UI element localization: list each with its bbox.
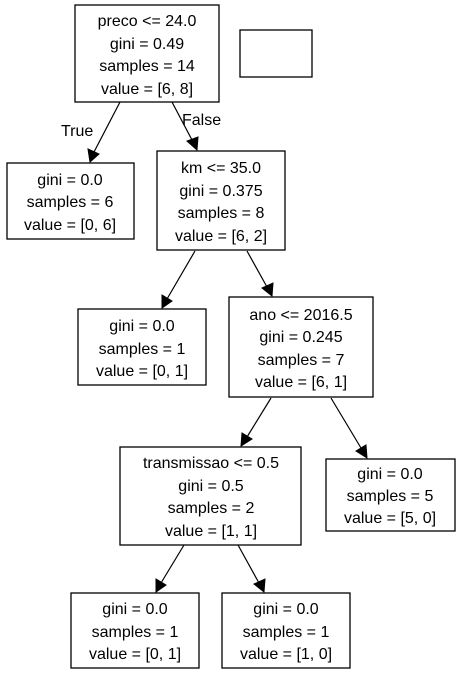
node-leaf-1: gini = 0.0 samples = 6 value = [0, 6] — [6, 162, 135, 240]
node-box — [6, 162, 135, 240]
node-text-line: samples = 1 — [92, 624, 179, 641]
empty-legend-box — [239, 29, 313, 78]
arrowhead-root-leaf-1 — [87, 148, 100, 163]
node-text-line: samples = 6 — [27, 194, 114, 211]
node-text-line: transmissao <= 0.5 — [143, 455, 279, 472]
node-text-line: gini = 0.49 — [110, 36, 184, 53]
node-text-line: value = [6, 2] — [175, 228, 267, 245]
edge-root-km-split — [171, 101, 193, 141]
node-leaf-2: gini = 0.0 samples = 1 value = [0, 1] — [77, 308, 207, 386]
node-text-line: value = [5, 0] — [344, 510, 436, 527]
node-box — [325, 458, 456, 532]
node-box — [156, 150, 286, 251]
node-text-line: samples = 7 — [258, 352, 345, 369]
edge-km-split-leaf-2 — [166, 250, 196, 300]
edge-ano-split-leaf-3 — [330, 397, 362, 449]
arrowhead-ano-split-transmissao-split — [240, 432, 253, 447]
node-text-line: gini = 0.0 — [37, 172, 102, 189]
node-text-line: samples = 8 — [178, 205, 265, 222]
arrowhead-ano-split-leaf-3 — [355, 444, 368, 459]
edge-label-false: False — [182, 112, 221, 129]
edge-transmissao-split-leaf-4 — [160, 544, 185, 584]
node-text-line: samples = 1 — [99, 341, 186, 358]
node-text-line: km <= 35.0 — [181, 160, 261, 177]
arrowhead-km-split-leaf-2 — [161, 294, 173, 309]
node-box — [77, 308, 207, 386]
node-text-line: gini = 0.0 — [102, 601, 167, 618]
arrowhead-root-km-split — [186, 136, 199, 152]
node-text-line: gini = 0.0 — [357, 466, 422, 483]
node-leaf-4: gini = 0.0 samples = 1 value = [0, 1] — [70, 592, 200, 669]
node-text-line: value = [6, 1] — [255, 374, 347, 391]
edge-root-leaf-1 — [93, 101, 121, 153]
arrowhead-transmissao-split-leaf-4 — [155, 578, 167, 593]
node-ano-split: ano <= 2016.5 gini = 0.245 samples = 7 v… — [228, 296, 374, 398]
node-transmissao-split: transmissao <= 0.5 gini = 0.5 samples = … — [119, 446, 302, 546]
node-text-line: value = [1, 1] — [165, 523, 257, 540]
node-text-line: samples = 1 — [243, 624, 330, 641]
node-text-line: value = [0, 1] — [96, 363, 188, 380]
edge-transmissao-split-leaf-5 — [237, 544, 260, 584]
arrowhead-km-split-ano-split — [261, 282, 274, 297]
edge-ano-split-transmissao-split — [246, 397, 272, 438]
node-root: preco <= 24.0 gini = 0.49 samples = 14 v… — [74, 4, 220, 103]
node-text-line: samples = 14 — [99, 58, 195, 75]
node-text-line: value = [0, 6] — [24, 217, 116, 234]
node-box — [228, 296, 374, 398]
node-box — [70, 592, 200, 669]
node-text-line: samples = 2 — [168, 500, 255, 517]
node-text-line: value = [0, 1] — [89, 646, 181, 663]
node-leaf-3: gini = 0.0 samples = 5 value = [5, 0] — [325, 458, 456, 532]
node-text-line: samples = 5 — [347, 488, 434, 505]
node-text-line: preco <= 24.0 — [98, 13, 197, 30]
arrowhead-transmissao-split-leaf-5 — [253, 578, 266, 593]
node-text-line: ano <= 2016.5 — [249, 307, 352, 324]
edges: True False — [61, 101, 368, 593]
node-text-line: gini = 0.245 — [259, 329, 342, 346]
node-box — [119, 446, 302, 546]
edge-km-split-ano-split — [246, 250, 268, 288]
node-box — [221, 592, 351, 669]
node-text-line: gini = 0.375 — [179, 183, 262, 200]
node-text-line: value = [1, 0] — [240, 646, 332, 663]
node-text-line: gini = 0.5 — [178, 478, 243, 495]
node-text-line: value = [6, 8] — [101, 81, 193, 98]
node-text-line: gini = 0.0 — [253, 601, 318, 618]
node-km-split: km <= 35.0 gini = 0.375 samples = 8 valu… — [156, 150, 286, 251]
edge-label-true: True — [61, 123, 93, 140]
node-text-line: gini = 0.0 — [109, 318, 174, 335]
node-box — [74, 4, 220, 103]
node-leaf-5: gini = 0.0 samples = 1 value = [1, 0] — [221, 592, 351, 669]
